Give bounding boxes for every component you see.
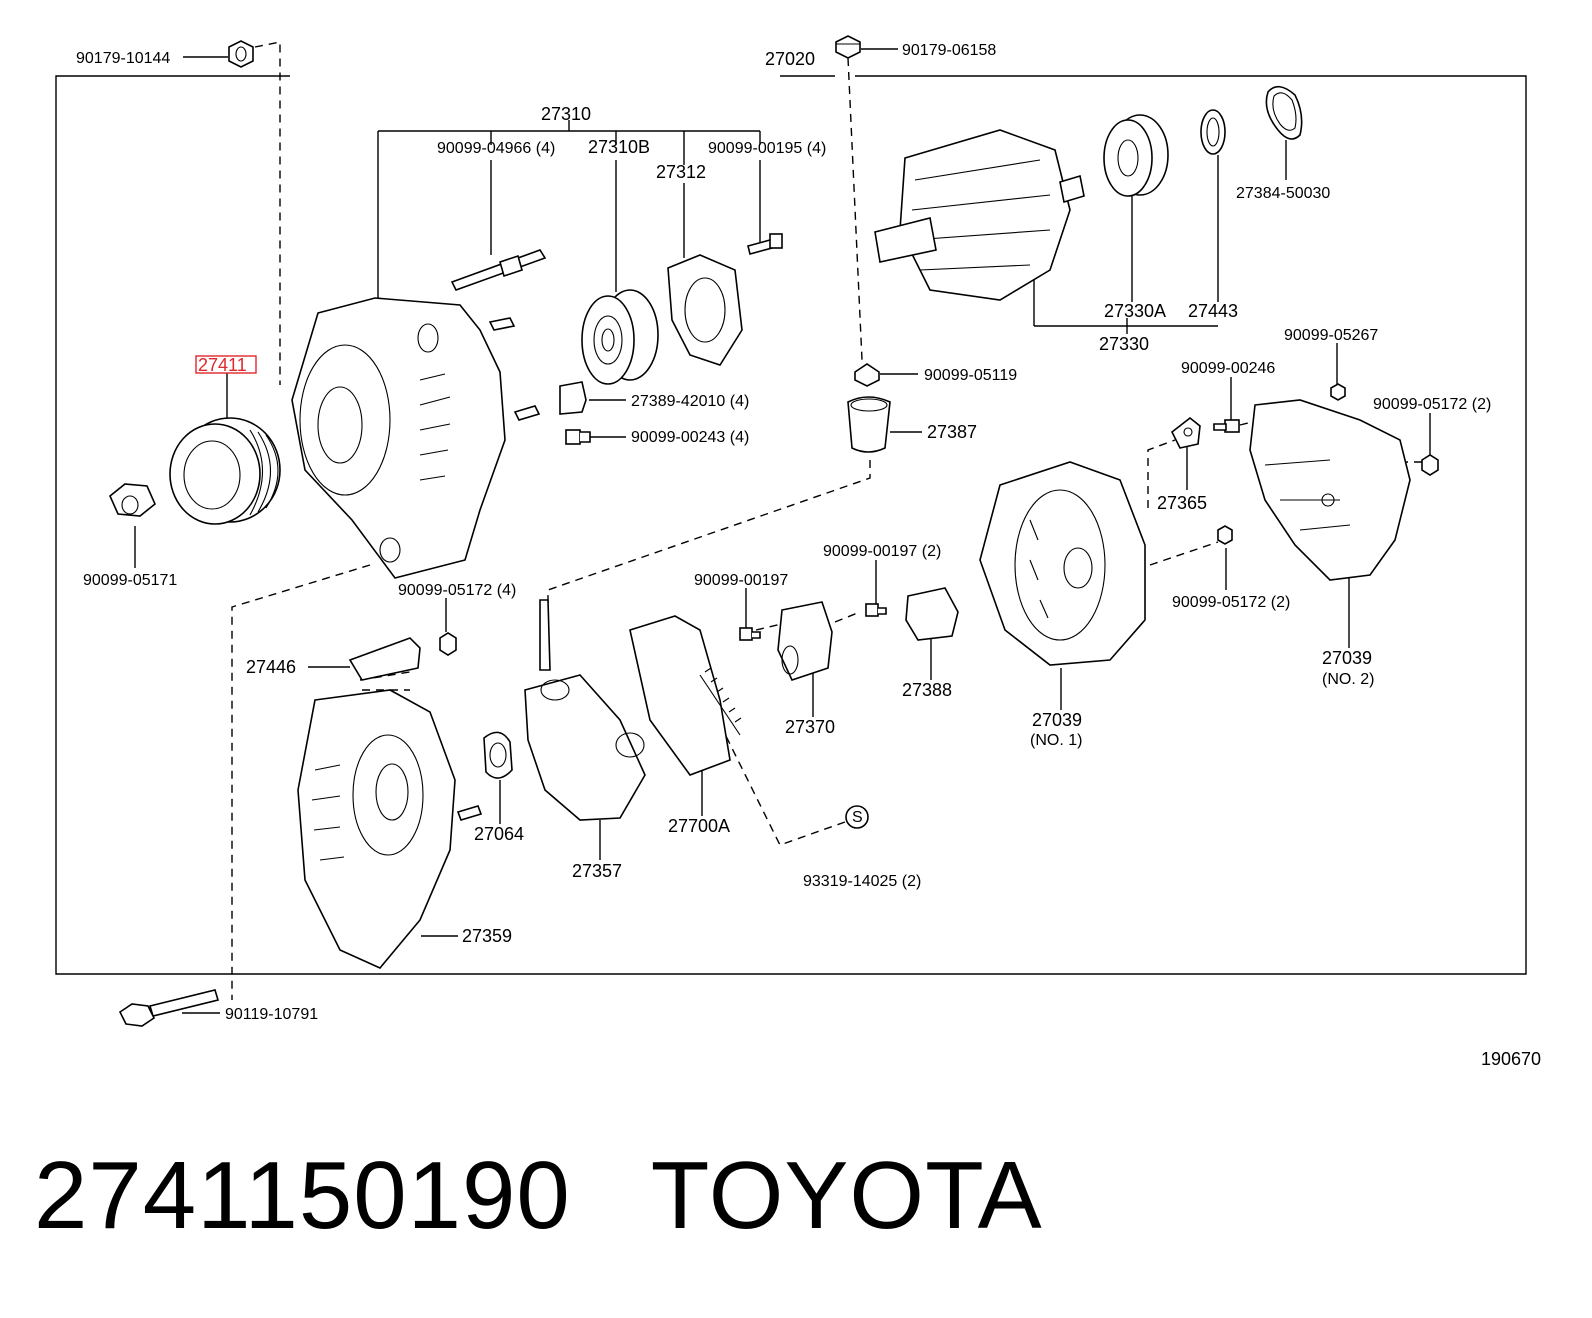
nut-90179-06158-icon: [835, 35, 861, 59]
label-27700a: 27700A: [668, 816, 730, 836]
label-27064: 27064: [474, 824, 524, 844]
label-27446: 27446: [246, 657, 296, 677]
brand-name: TOYOTA: [650, 1142, 1043, 1249]
label-90099-05267: 90099-05267: [1284, 327, 1378, 344]
drive-end-frame-icon: [291, 297, 541, 579]
label-90099-00197-2: 90099-00197 (2): [823, 543, 941, 560]
label-90099-05171: 90099-05171: [83, 572, 177, 589]
rear-cover-27039-no1-icon: [979, 461, 1146, 666]
label-90099-00246: 90099-00246: [1181, 360, 1275, 377]
label-27388: 27388: [902, 680, 952, 700]
nut-90099-05267-icon: [1330, 383, 1346, 401]
s-marker-icon: [845, 805, 869, 829]
terminal-27446-icon: [348, 637, 421, 681]
label-27039-no2: 27039: [1322, 648, 1372, 668]
label-27310: 27310: [541, 104, 591, 124]
label-27039-no1: 27039: [1032, 710, 1082, 730]
alignment-dashes: [231, 41, 1422, 1000]
label-90179-10144: 90179-10144: [76, 50, 170, 67]
gasket-27064-icon: [483, 731, 513, 779]
screw-90099-00243-icon: [565, 429, 591, 445]
rectifier-27357-icon: [524, 599, 646, 821]
insulator-27389-icon: [559, 381, 587, 415]
screw-90099-00195-icon: [747, 233, 783, 255]
screw-90099-00246-icon: [1213, 419, 1240, 433]
label-90179-06158: 90179-06158: [902, 42, 996, 59]
label-27370: 27370: [785, 717, 835, 737]
seal-27384-icon: [1265, 85, 1303, 140]
label-90099-05172-2-mid: 90099-05172 (2): [1172, 594, 1290, 611]
label-27330: 27330: [1099, 334, 1149, 354]
label-90099-00195: 90099-00195 (4): [708, 140, 826, 157]
label-27443: 27443: [1188, 301, 1238, 321]
label-no1: (NO. 1): [1030, 732, 1082, 749]
label-27020: 27020: [765, 49, 815, 69]
label-no2: (NO. 2): [1322, 671, 1374, 688]
part-number: 2741150190: [34, 1142, 571, 1249]
screw-90099-00197-2-icon: [865, 603, 887, 617]
label-27387: 27387: [927, 422, 977, 442]
nut-90099-05172-b-icon: [1217, 525, 1233, 545]
nut-90099-05119-icon: [854, 363, 880, 387]
nut-90099-05172-icon: [1421, 454, 1439, 476]
long-bolt-90119-10791-icon: [118, 989, 220, 1027]
regulator-27700a-icon: [629, 615, 742, 776]
label-90119-10791: 90119-10791: [225, 1006, 318, 1023]
screw-90099-00197-icon: [739, 627, 761, 641]
label-27312: 27312: [656, 162, 706, 182]
label-27330a: 27330A: [1104, 301, 1166, 321]
label-90099-05172-4: 90099-05172 (4): [398, 582, 516, 599]
stator-frame-27359-icon: [297, 689, 483, 969]
highlight-box-27411: [195, 355, 257, 374]
nut-90099-05171-icon: [109, 483, 156, 517]
rear-cover-27039-no2-icon: [1249, 399, 1411, 581]
label-27357: 27357: [572, 861, 622, 881]
holder-27388-icon: [905, 587, 959, 641]
label-27384-50030: 27384-50030: [1236, 185, 1330, 202]
leader-lines: [134, 48, 1431, 1014]
assembly-frame: [55, 75, 1527, 975]
rotor-27330-icon: [874, 129, 1085, 301]
label-90099-04966: 90099-04966 (4): [437, 140, 555, 157]
nut-90179-10144-icon: [228, 40, 254, 68]
clip-27365-icon: [1170, 416, 1201, 449]
label-90099-00243: 90099-00243 (4): [631, 429, 749, 446]
bushing-27387-icon: [847, 396, 891, 453]
label-90099-00197: 90099-00197: [694, 572, 788, 589]
label-27310b: 27310B: [588, 137, 650, 157]
label-27389-42010: 27389-42010 (4): [631, 393, 749, 410]
bearing-27330a-icon: [1103, 114, 1169, 197]
stud-bolt-icon: [450, 249, 547, 291]
nut-90099-05172-c-icon: [439, 632, 457, 656]
label-27359: 27359: [462, 926, 512, 946]
label-27411: 27411: [198, 355, 247, 375]
ring-27443-icon: [1200, 109, 1226, 155]
label-190670: 190670: [1481, 1049, 1541, 1069]
label-27365: 27365: [1157, 493, 1207, 513]
retainer-plate-27312-icon: [667, 254, 743, 366]
label-90099-05119: 90099-05119: [924, 367, 1017, 384]
part-labels: 90179-10144 27020 90179-06158 27310 9009…: [76, 42, 1541, 1069]
label-90099-05172-2-right: 90099-05172 (2): [1373, 396, 1491, 413]
bearing-27310b-icon: [581, 289, 659, 385]
holder-27370-icon: [777, 601, 833, 681]
pulley-27411-icon: [169, 417, 281, 525]
label-s: S: [852, 809, 863, 826]
label-93319-14025: 93319-14025 (2): [803, 873, 921, 890]
